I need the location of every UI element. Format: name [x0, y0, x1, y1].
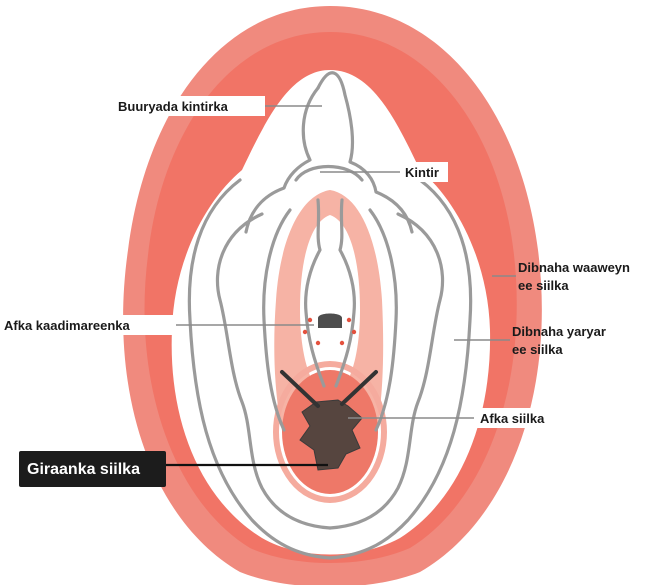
label-clitoral-hood: Buuryada kintirka	[118, 99, 229, 114]
label-labia-majora-line1: Dibnaha waaweyn	[518, 260, 630, 275]
label-labia-majora-line2: ee siilka	[518, 278, 569, 293]
label-labia-minora-line2: ee siilka	[512, 342, 563, 357]
urethral-opening-shape	[318, 314, 342, 329]
label-urethral-opening: Afka kaadimareenka	[4, 318, 131, 333]
label-clitoris: Kintir	[405, 165, 439, 180]
label-vaginal-opening: Afka siilka	[480, 411, 545, 426]
label-labia-minora-line1: Dibnaha yaryar	[512, 324, 606, 339]
label-vaginal-canal: Giraanka siilka	[27, 461, 140, 478]
